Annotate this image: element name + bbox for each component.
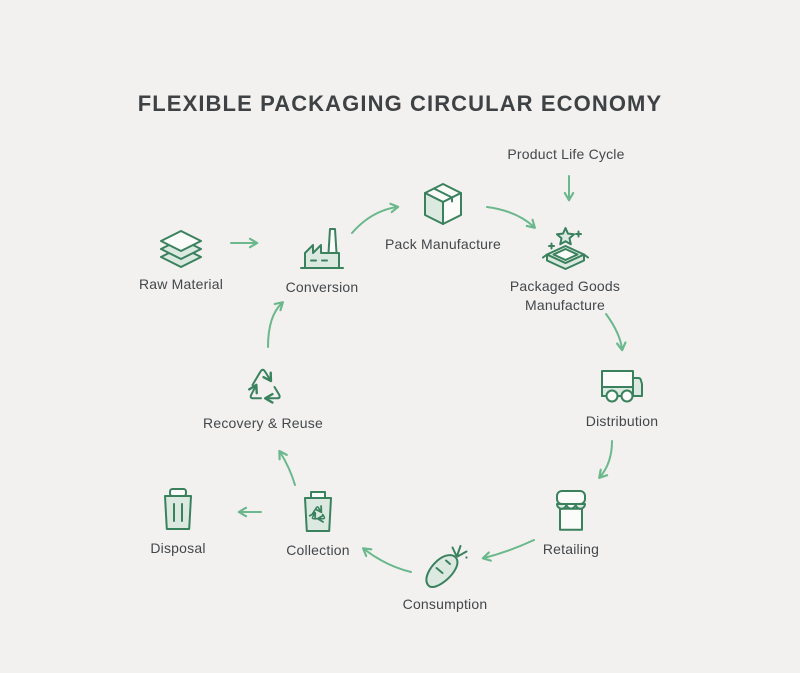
node-label: Recovery & Reuse bbox=[203, 415, 323, 431]
recycle-bin-icon bbox=[304, 491, 332, 532]
arrow-recovery-to-conversion bbox=[267, 301, 284, 348]
node-label: Collection bbox=[286, 542, 350, 558]
node-pack-manufacture: Pack Manufacture bbox=[368, 181, 518, 254]
node-label: Raw Material bbox=[138, 276, 224, 292]
page-title: FLEXIBLE PACKAGING CIRCULAR ECONOMY bbox=[137, 90, 663, 116]
arrow-distribution-to-retailing bbox=[598, 440, 613, 479]
node-label: Packaged Goods Manufacture bbox=[509, 278, 621, 313]
node-collection: Collection bbox=[243, 487, 393, 560]
arrow-consumption-to-collection bbox=[361, 547, 412, 573]
layers-icon bbox=[160, 230, 202, 268]
node-disposal: Disposal bbox=[103, 485, 253, 558]
arrow-collection-to-recovery bbox=[278, 449, 296, 486]
product-life-cycle-label: Product Life Cycle bbox=[507, 146, 625, 162]
recycle-symbol bbox=[308, 505, 326, 523]
arrow-conversion-to-pack-manufacture bbox=[351, 202, 400, 234]
carrot-icon bbox=[425, 545, 468, 588]
carrot-seed-dot bbox=[465, 556, 468, 559]
box-icon bbox=[424, 183, 462, 225]
node-label: Pack Manufacture bbox=[384, 236, 502, 252]
arrow-retailing-to-consumption bbox=[481, 539, 535, 562]
factory-icon bbox=[300, 228, 344, 269]
recycle-arrows-icon bbox=[248, 368, 281, 404]
truck-icon bbox=[601, 370, 643, 403]
node-recovery-reuse: Recovery & Reuse bbox=[188, 360, 338, 433]
arrow-pack-manufacture-to-packaged-goods bbox=[486, 206, 536, 229]
node-distribution: Distribution bbox=[547, 358, 697, 431]
node-raw-material: Raw Material bbox=[106, 221, 256, 294]
node-retailing: Retailing bbox=[496, 486, 646, 559]
trash-can-icon bbox=[164, 488, 192, 530]
node-label: Consumption bbox=[402, 596, 488, 612]
node-label: Disposal bbox=[150, 540, 206, 556]
open-box-star-icon bbox=[542, 227, 589, 270]
arrow-packaged-goods-to-distribution bbox=[605, 313, 627, 352]
storefront-icon bbox=[556, 490, 586, 531]
node-label: Distribution bbox=[585, 413, 659, 429]
node-label: Retailing bbox=[542, 541, 600, 557]
node-consumption: Consumption bbox=[370, 541, 520, 614]
node-packaged-goods-manufacture: Packaged Goods Manufacture bbox=[500, 223, 630, 315]
node-label: Conversion bbox=[285, 279, 359, 295]
node-conversion: Conversion bbox=[247, 224, 397, 297]
